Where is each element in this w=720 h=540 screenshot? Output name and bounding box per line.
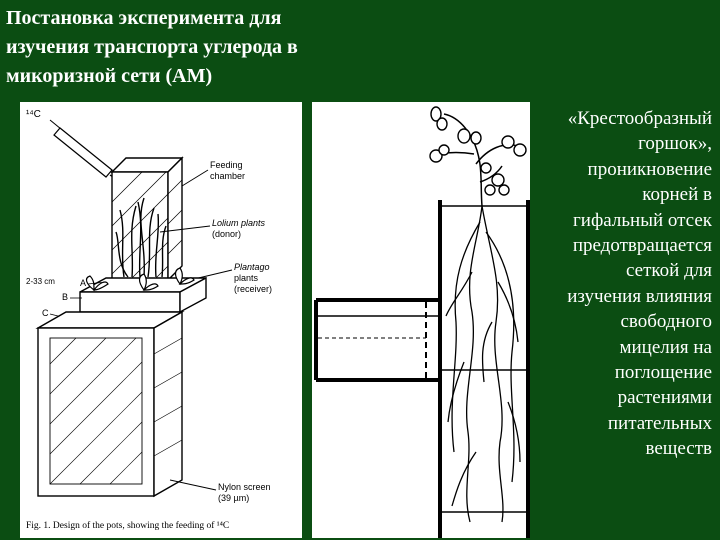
- lolium-plants: [115, 197, 167, 278]
- caption-line: питательных: [607, 412, 712, 434]
- feeding-chamber-pointer: [181, 169, 209, 187]
- nylon-screen-label: Nylon screen: [218, 482, 271, 492]
- lolium-pointer: [159, 225, 211, 233]
- caption-line: свободного: [620, 311, 712, 333]
- title-line: Постановка эксперимента для: [6, 7, 282, 29]
- caption-line: «Крестообразный: [567, 108, 712, 129]
- lower-pot: [35, 310, 185, 498]
- caption-line: предотвращается: [572, 235, 712, 257]
- lolium-label: Lolium plants: [212, 218, 266, 228]
- nylon-screen-label: (39 µm): [218, 493, 249, 503]
- isotope-label: ¹⁴C: [26, 109, 41, 120]
- figure-caption: Fig. 1. Design of the pots, showing the …: [26, 520, 229, 531]
- lolium-label: (donor): [212, 229, 241, 239]
- caption-line: сеткой для: [626, 260, 712, 282]
- cross-pot-drawing: [314, 106, 530, 538]
- plant-leaves: [429, 106, 527, 196]
- pot-design-drawing: ¹⁴C Fee: [26, 109, 272, 531]
- plantago-plants: [85, 267, 195, 292]
- title-line: изучения транспорта углерода в: [6, 36, 298, 58]
- plant-roots: [445, 205, 521, 523]
- caption-line: корней в: [642, 184, 712, 206]
- plantago-label: (receiver): [234, 284, 272, 294]
- letter-b: B: [62, 292, 68, 302]
- syringe-body: [53, 127, 113, 178]
- caption-line: поглощение: [614, 362, 712, 384]
- slide-caption: «Крестообразный горшок», проникновение к…: [512, 106, 712, 462]
- cross-pot-walls: [314, 200, 530, 538]
- caption-line: изучения влияния: [567, 285, 712, 307]
- caption-line: мицелия на: [619, 336, 712, 358]
- letter-a-pointer: [87, 281, 107, 285]
- plantago-label: plants: [234, 273, 259, 283]
- feeding-chamber-label: chamber: [210, 171, 245, 181]
- plantago-label: Plantago: [234, 262, 270, 272]
- caption-line: гифальный отсек: [573, 209, 712, 231]
- caption-line: веществ: [645, 438, 712, 460]
- nylon-screen-pointer: [169, 479, 217, 491]
- letter-c: C: [42, 308, 49, 318]
- letter-a: A: [80, 278, 86, 288]
- caption-line: проникновение: [587, 158, 712, 180]
- feeding-chamber-label: Feeding: [210, 160, 243, 170]
- cross-pot-figure: [312, 102, 530, 538]
- caption-line: растениями: [617, 387, 712, 409]
- pot-design-figure: ¹⁴C Fee: [20, 102, 302, 538]
- title-line: микоризной сети (АМ): [6, 65, 213, 87]
- caption-line: горшок»,: [638, 133, 712, 155]
- slide-title: Постановка эксперимента для изучения тра…: [6, 4, 426, 91]
- dimension-label: 2-33 cm: [26, 277, 55, 286]
